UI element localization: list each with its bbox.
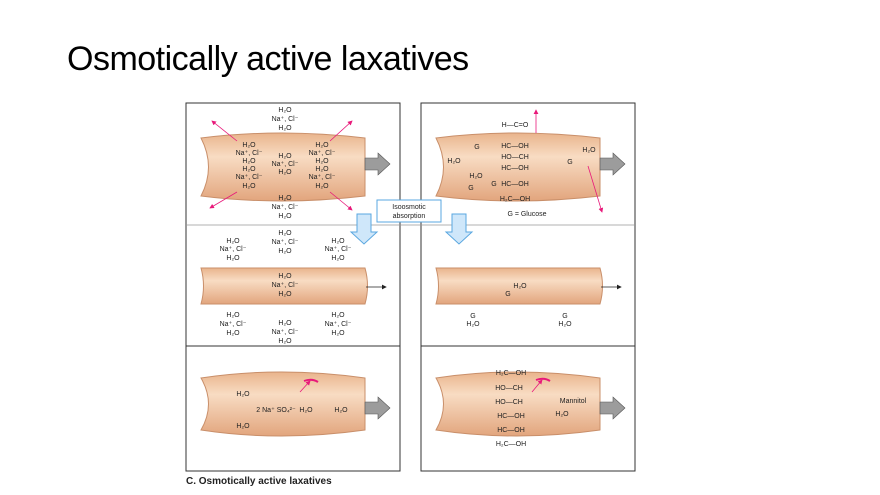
mannitol-structure-line: H₂C—OH — [496, 441, 526, 448]
mannitol-structure-line: H₂C—OH — [496, 370, 526, 377]
water-label: H₂O — [469, 173, 483, 180]
isoosmotic-callout — [376, 199, 442, 223]
salt-label: Na⁺, Cl⁻ — [309, 150, 336, 157]
salt-label: Na⁺, Cl⁻ — [272, 161, 299, 168]
swollen-intestine-glucose — [435, 109, 626, 213]
water-label: H₂O — [315, 142, 329, 149]
water-label: H₂O — [242, 158, 256, 165]
water-label: H₂O — [278, 195, 292, 202]
water-label: H₂O — [331, 238, 345, 245]
water-label: H₂O — [278, 169, 292, 176]
glucose-structure-line: HC—OH — [501, 181, 529, 188]
water-label: H₂O — [278, 213, 292, 220]
water-label: H₂O — [315, 158, 329, 165]
glucose-symbol: G — [491, 181, 496, 188]
salt-label: Na⁺, Cl⁻ — [272, 329, 299, 336]
water-label: H₂O — [226, 238, 240, 245]
water-label: H₂O — [299, 407, 313, 414]
water-label: H₂O — [236, 423, 250, 430]
water-label: H₂O — [278, 248, 292, 255]
water-label: H₂O — [555, 411, 569, 418]
sulfate-label: 2 Na⁺ SO₄²⁻ — [256, 407, 296, 414]
water-label: H₂O — [447, 158, 461, 165]
glucose-symbol: G — [562, 313, 567, 320]
glucose-structure-line: HC—OH — [501, 143, 529, 150]
glucose-symbol: G — [468, 185, 473, 192]
mannitol-structure-line: HO—CH — [495, 385, 523, 392]
water-label: H₂O — [278, 153, 292, 160]
flow-arrow — [364, 152, 391, 176]
figure-caption: C. Osmotically active laxatives — [186, 476, 332, 487]
mannitol-label: Mannitol — [560, 398, 587, 405]
water-label: H₂O — [278, 230, 292, 237]
water-label: H₂O — [226, 255, 240, 262]
water-label: H₂O — [278, 338, 292, 345]
water-label: H₂O — [513, 283, 527, 290]
water-label: H₂O — [236, 391, 250, 398]
swollen-intestine-mannitol — [435, 371, 626, 437]
salt-label: Na⁺, Cl⁻ — [309, 174, 336, 181]
glucose-structure-line: H₂C—OH — [500, 196, 530, 203]
callout-line: Isoosmotic — [392, 204, 426, 211]
swollen-intestine-sulfate — [200, 371, 391, 437]
salt-label: Na⁺, Cl⁻ — [272, 204, 299, 211]
glucose-structure-line: H—C=O — [502, 122, 529, 129]
water-label: H₂O — [315, 166, 329, 173]
salt-label: Na⁺, Cl⁻ — [272, 239, 299, 246]
glucose-symbol: G — [505, 291, 510, 298]
water-label: H₂O — [226, 312, 240, 319]
glucose-structure-line: HC—OH — [501, 165, 529, 172]
salt-label: Na⁺, Cl⁻ — [325, 246, 352, 253]
right-panel-frame — [420, 102, 636, 472]
salt-label: Na⁺, Cl⁻ — [220, 246, 247, 253]
salt-label: Na⁺, Cl⁻ — [272, 116, 299, 123]
water-label: H₂O — [315, 183, 329, 190]
water-label: H₂O — [331, 255, 345, 262]
flow-arrow — [599, 152, 626, 176]
glucose-symbol: G — [470, 313, 475, 320]
salt-label: Na⁺, Cl⁻ — [325, 321, 352, 328]
absorption-arrow-right — [444, 213, 474, 245]
water-label: H₂O — [226, 330, 240, 337]
glucose-symbol: G — [474, 144, 479, 151]
salt-label: Na⁺, Cl⁻ — [236, 174, 263, 181]
water-label: H₂O — [242, 142, 256, 149]
swollen-intestine-salt — [200, 120, 391, 211]
mannitol-structure-line: HC—OH — [497, 413, 525, 420]
water-label: H₂O — [242, 166, 256, 173]
normal-intestine-salt — [200, 267, 387, 305]
absorption-arrow-left — [349, 213, 379, 245]
mannitol-structure-line: HO—CH — [495, 399, 523, 406]
water-label: H₂O — [466, 321, 480, 328]
water-label: H₂O — [242, 183, 256, 190]
glucose-structure-line: HO—CH — [501, 154, 529, 161]
water-label: H₂O — [278, 273, 292, 280]
slide-title: Osmotically active laxatives — [67, 40, 469, 78]
water-label: H₂O — [334, 407, 348, 414]
water-label: H₂O — [331, 312, 345, 319]
salt-label: Na⁺, Cl⁻ — [220, 321, 247, 328]
left-panel-frame — [185, 102, 401, 472]
normal-intestine-glucose — [435, 267, 622, 305]
salt-label: Na⁺, Cl⁻ — [236, 150, 263, 157]
flow-arrow — [599, 396, 626, 420]
water-label: H₂O — [582, 147, 596, 154]
water-label: H₂O — [278, 107, 292, 114]
flow-arrow — [364, 396, 391, 420]
water-label: H₂O — [331, 330, 345, 337]
water-label: H₂O — [278, 320, 292, 327]
glucose-legend: G = Glucose — [507, 211, 546, 218]
glucose-symbol: G — [567, 159, 572, 166]
mannitol-structure-line: HC—OH — [497, 427, 525, 434]
water-label: H₂O — [558, 321, 572, 328]
callout-line: absorption — [393, 213, 426, 220]
water-label: H₂O — [278, 291, 292, 298]
salt-label: Na⁺, Cl⁻ — [272, 282, 299, 289]
water-label: H₂O — [278, 125, 292, 132]
